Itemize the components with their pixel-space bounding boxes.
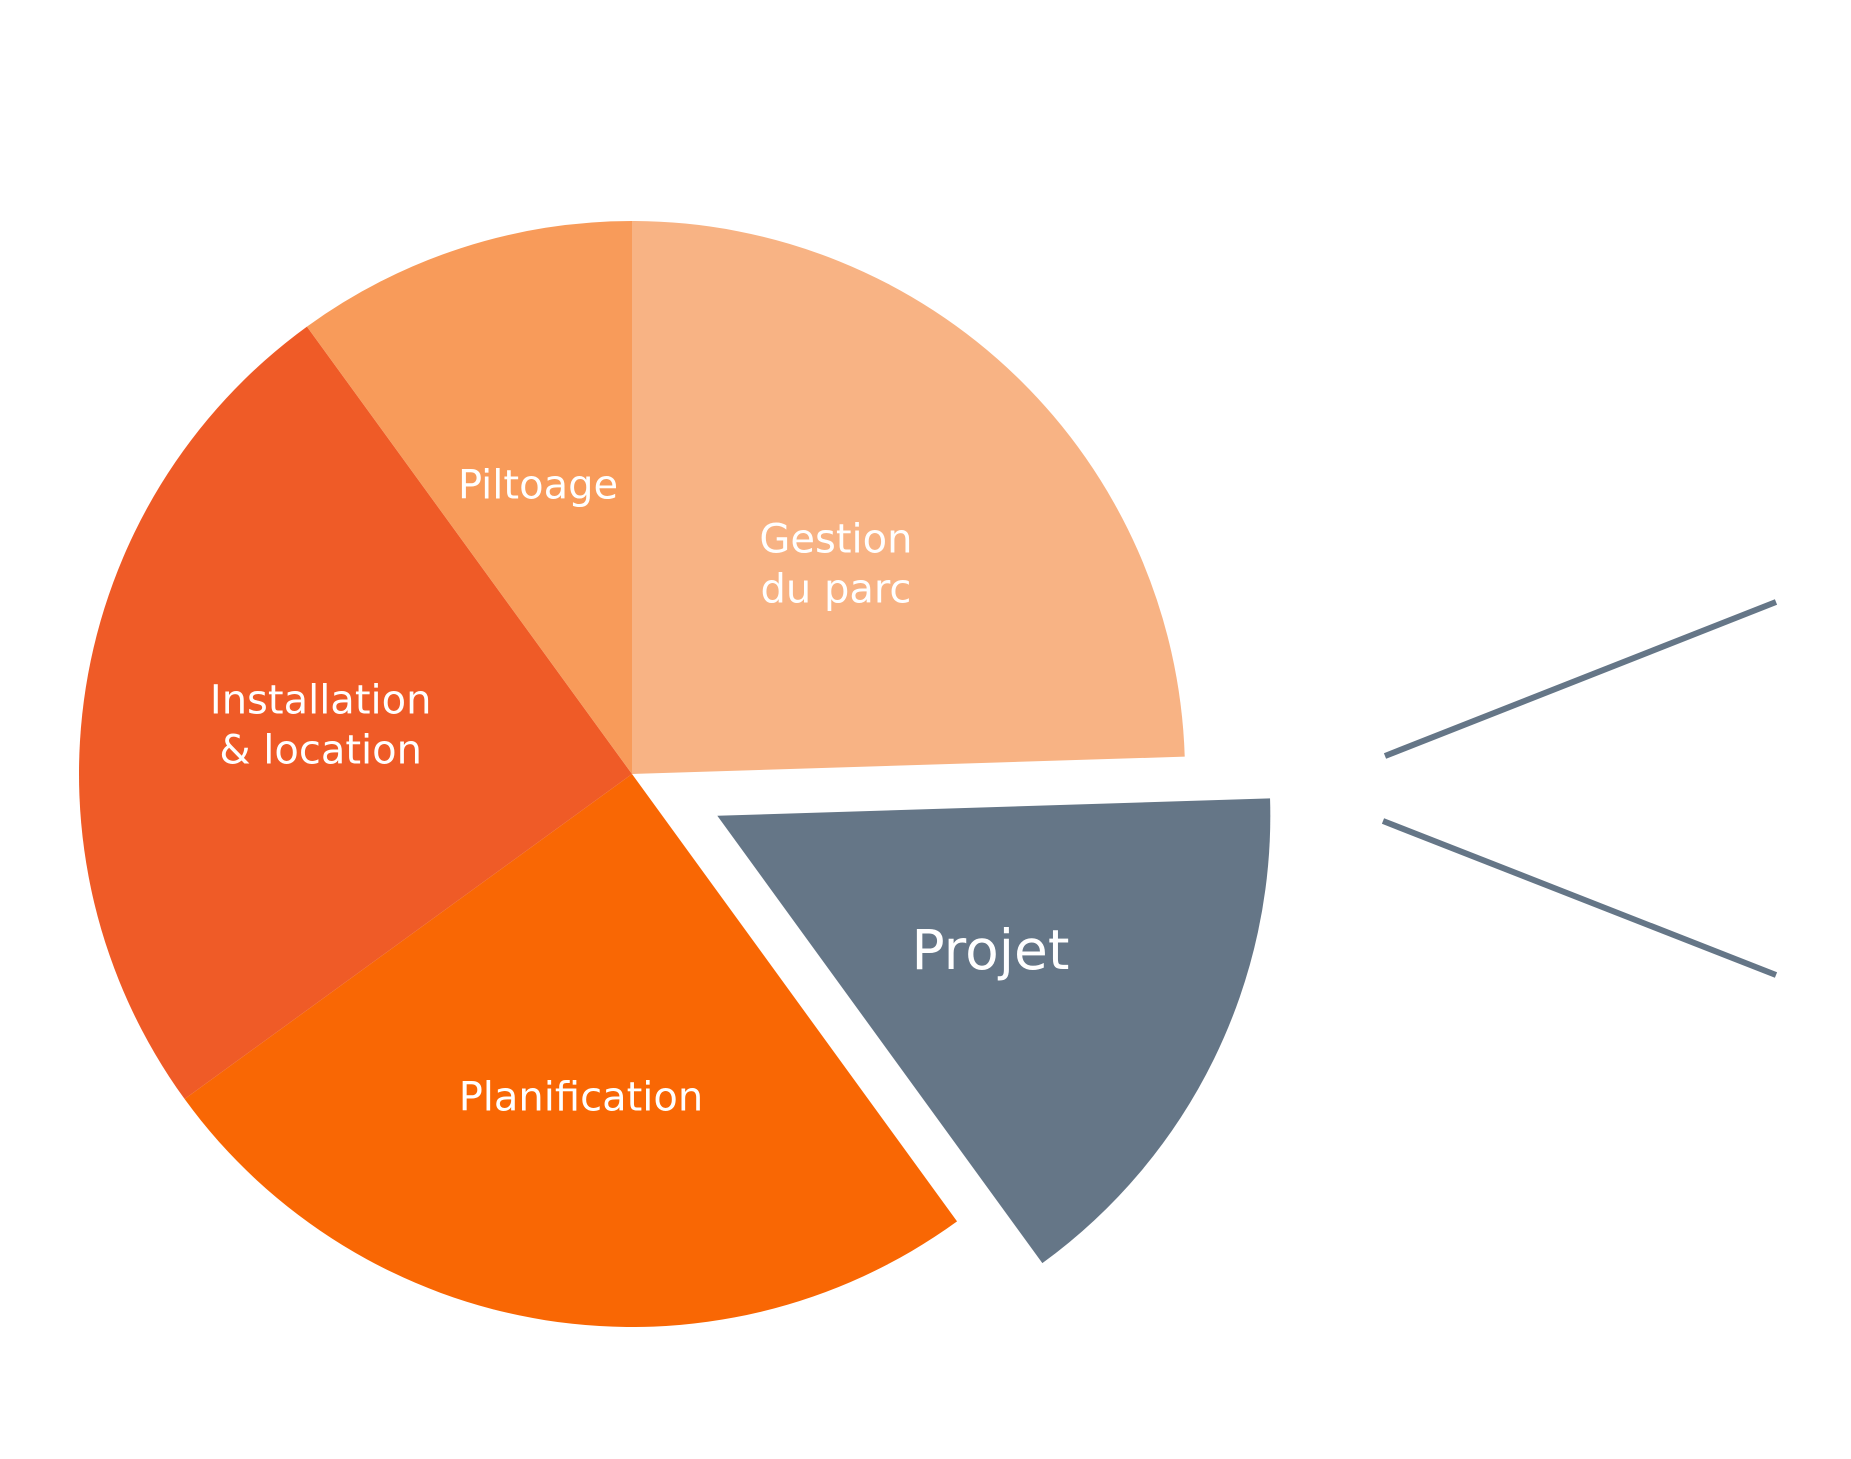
slice-label-line: Projet [911,918,1069,982]
callout-line-lower [1381,818,1778,978]
slice-label-line: Gestion [759,517,912,563]
slice-label-installation-location: Installation& location [210,678,432,774]
slice-label-piltoage: Piltoage [458,463,618,509]
slice-piltoage [306,221,632,774]
pie-slices [79,221,1271,1327]
slice-label-line: & location [219,728,422,774]
slice-planification [184,774,958,1327]
slice-label-line: Planification [459,1074,704,1120]
slice-label-line: du parc [761,567,912,613]
slice-gestion-du-parc [632,221,1185,774]
slice-label-planification: Planification [459,1074,704,1120]
callout-line-upper [1383,599,1778,759]
slice-label-projet: Projet [911,918,1069,982]
projet-callout [1381,599,1778,978]
slice-label-line: Installation [210,678,432,724]
slice-installation-location [79,326,633,1100]
slice-label-line: Piltoage [458,463,618,509]
slice-projet [717,798,1271,1264]
